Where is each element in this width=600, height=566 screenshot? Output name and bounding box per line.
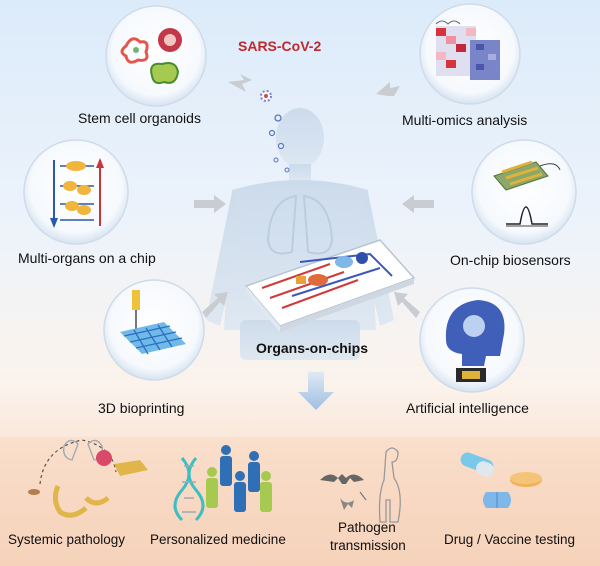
bubble-3d-bioprinting [103, 279, 205, 381]
label-multi-organs: Multi-organs on a chip [18, 250, 156, 266]
bubble-stem-cell-organoids [105, 5, 207, 107]
pills-icon [460, 452, 542, 508]
virus-particles [260, 90, 290, 173]
bubble-artificial-intelligence [419, 287, 525, 393]
arrow-from-biosensors [402, 195, 434, 213]
organoid-icon [120, 28, 182, 85]
arrow-from-organoids [228, 74, 252, 92]
arrow-from-bioprinting [202, 292, 228, 318]
pointer-arrows [194, 74, 434, 318]
label-drug-vaccine-testing: Drug / Vaccine testing [444, 532, 576, 547]
lungs-icon [266, 194, 334, 255]
arrow-from-multi-organs [194, 195, 226, 213]
label-stem-cell-organoids: Stem cell organoids [78, 110, 201, 126]
label-personalized-medicine: Personalized medicine [150, 532, 286, 547]
label-transmission: transmission [330, 538, 406, 553]
bubble-multi-omics [419, 3, 521, 105]
center-down-arrow [298, 372, 334, 410]
label-multi-omics: Multi-omics analysis [402, 112, 528, 128]
bat-human-icon [320, 447, 401, 523]
label-organs-on-chips: Organs-on-chips [256, 340, 369, 356]
label-artificial-intelligence: Artificial intelligence [406, 400, 529, 416]
bubble-multi-organs [23, 139, 129, 245]
ai-head-icon [445, 300, 505, 382]
virus-label: SARS-CoV-2 [238, 38, 322, 54]
dna-people-icon [173, 445, 272, 522]
organ-chip-device [244, 239, 416, 332]
bubble-on-chip-biosensors [471, 139, 577, 245]
heatmap-icon [435, 20, 500, 80]
organs-cycle-icon [28, 439, 148, 518]
circuit-icon [50, 158, 104, 228]
label-systemic-pathology: Systemic pathology [8, 532, 126, 547]
bioprinter-icon [120, 290, 186, 355]
biosensor-icon [493, 160, 561, 227]
label-on-chip-biosensors: On-chip biosensors [450, 252, 571, 268]
label-pathogen: Pathogen [338, 520, 396, 535]
arrow-from-omics [376, 82, 400, 96]
arrow-from-ai [394, 292, 420, 318]
label-3d-bioprinting: 3D bioprinting [98, 400, 185, 416]
